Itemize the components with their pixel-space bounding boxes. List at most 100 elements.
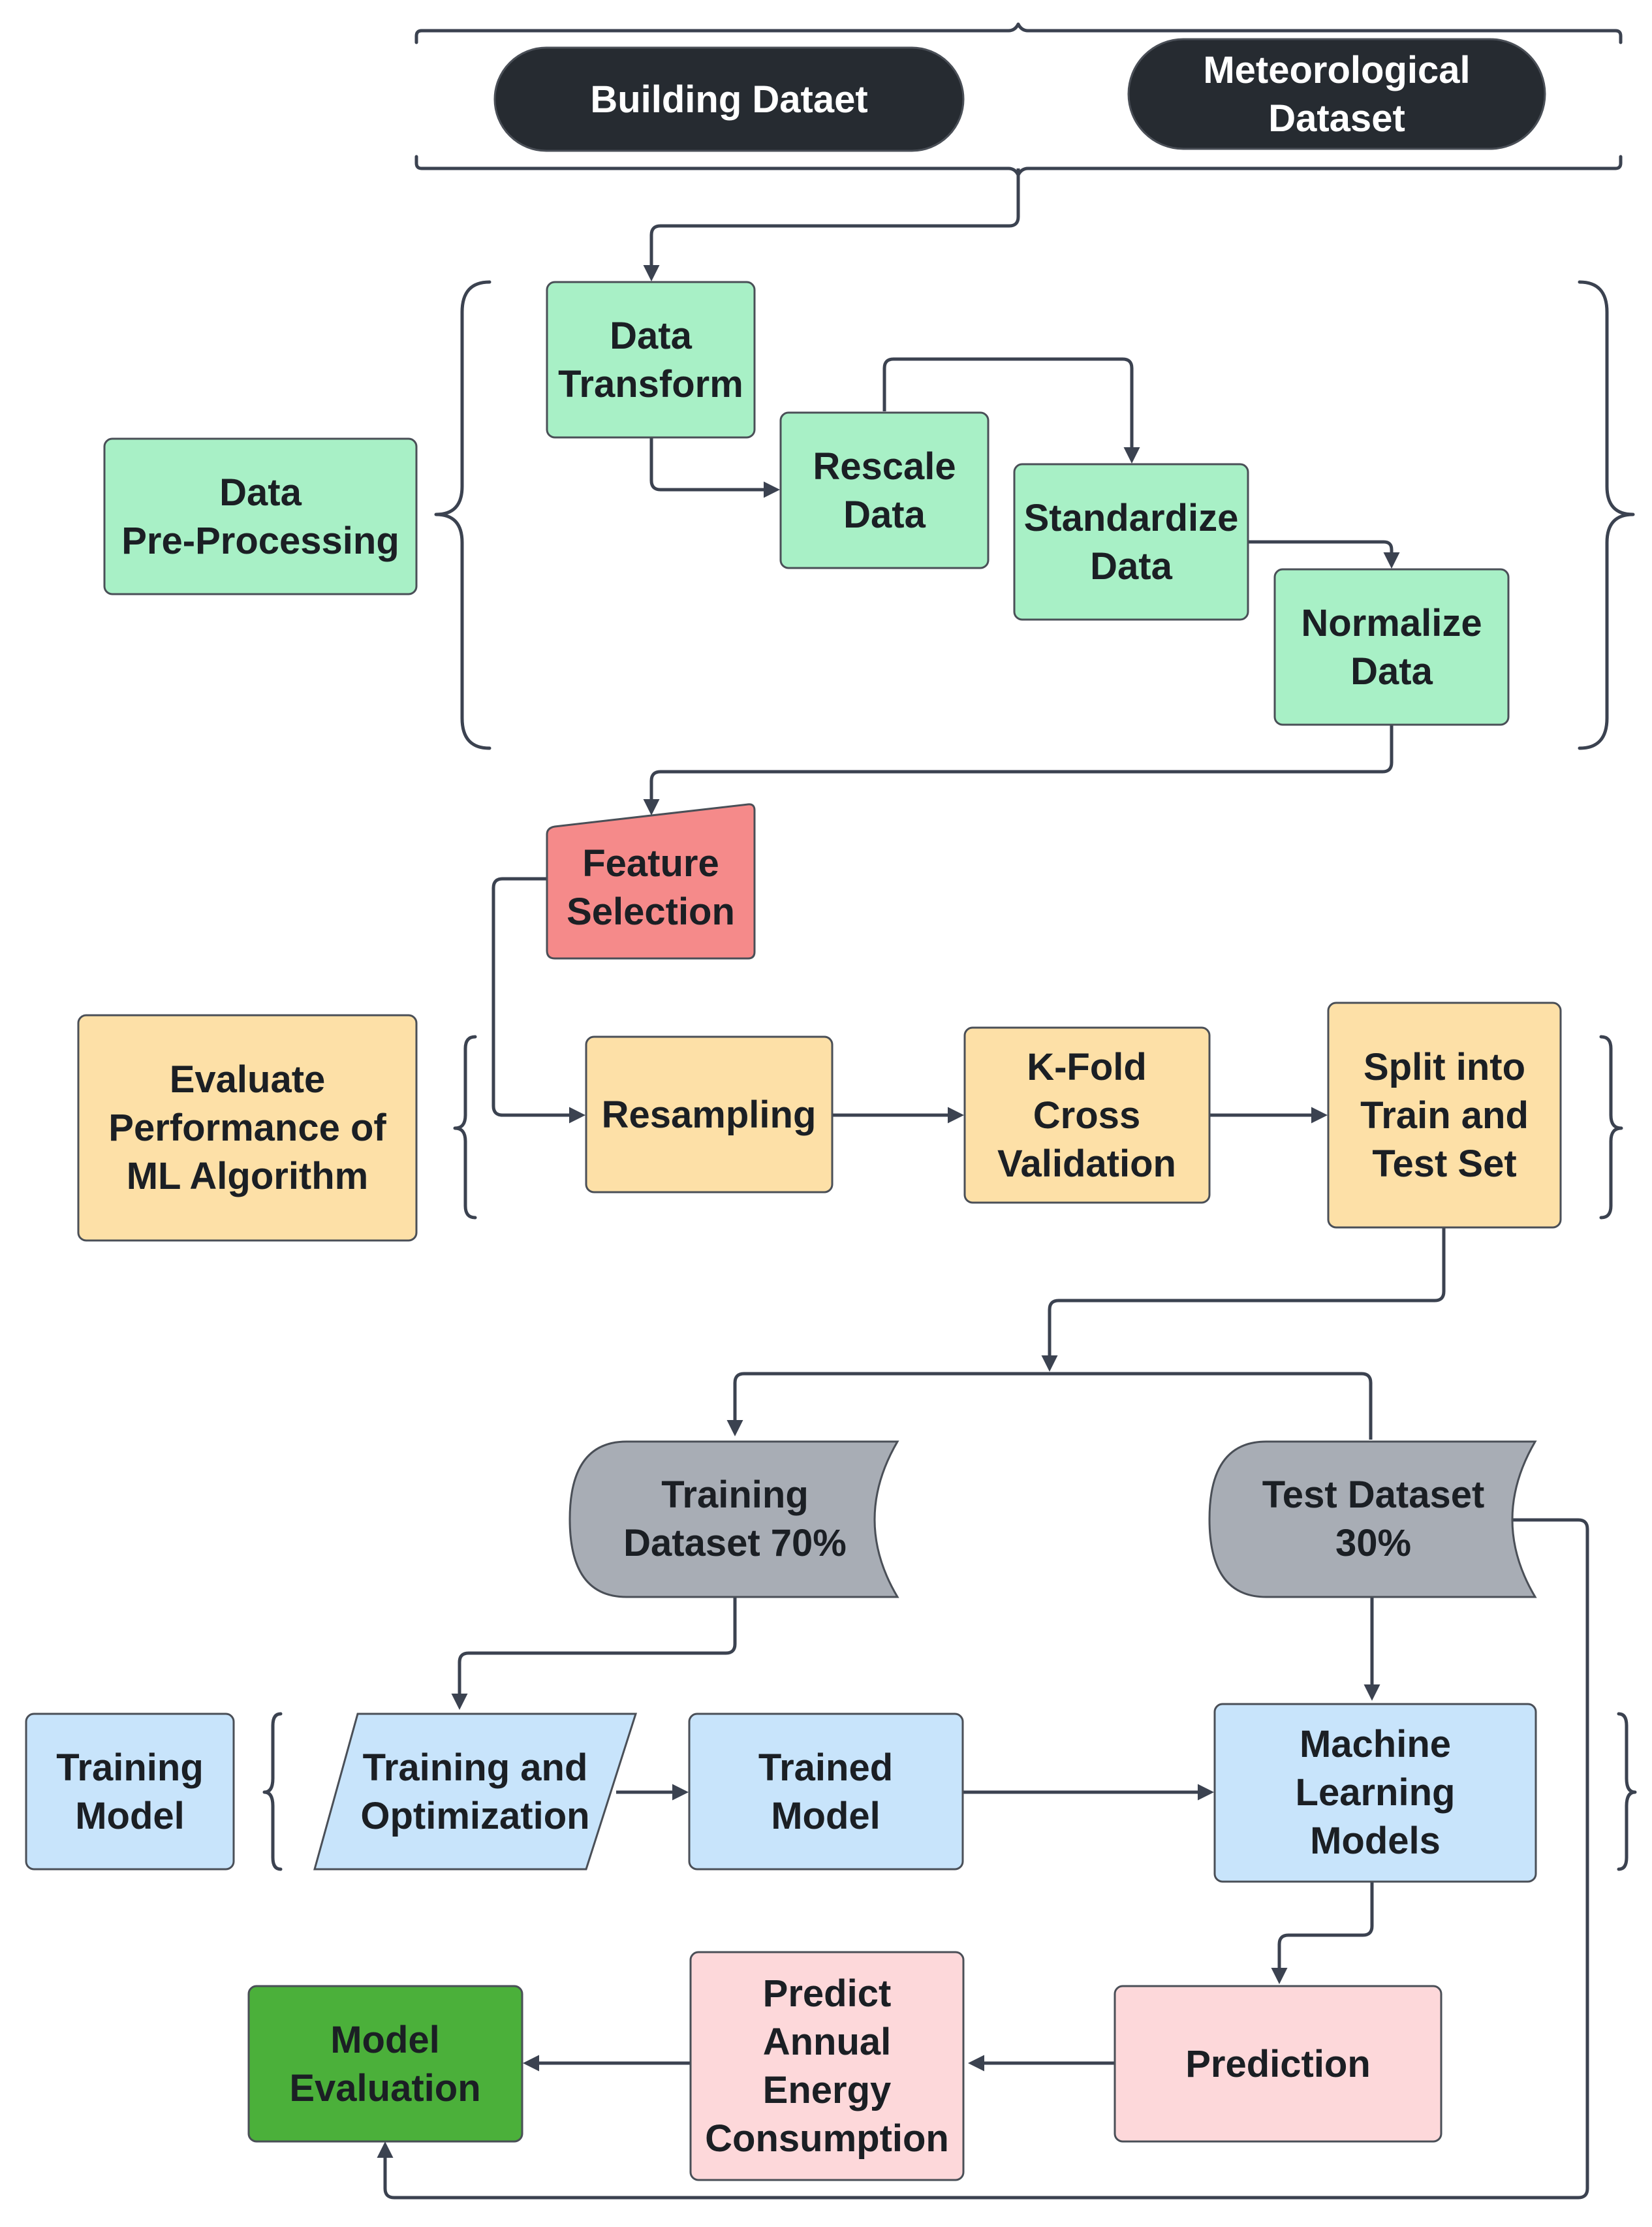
data-split-training-line-1: Training: [661, 1474, 809, 1516]
edge-branch-to-training-dataset: [726, 1372, 1373, 1440]
datasets-building-label: Building Dataet: [590, 78, 867, 121]
evaluation-stage-label-line-2: Performance of: [108, 1107, 386, 1149]
datasets-meteorological-line-1: Meteorological: [1203, 49, 1470, 91]
preprocessing-normalize-line-1: Normalize: [1301, 602, 1482, 644]
data-split-test-line-2: 30%: [1335, 1522, 1411, 1564]
data-split-test-label: Test Dataset 30%: [1262, 1474, 1485, 1564]
data-split-training-line-2: Dataset 70%: [623, 1522, 847, 1564]
edge-normalize-to-feature-selection: [643, 725, 1394, 815]
data-split-test-line-1: Test Dataset: [1262, 1474, 1485, 1516]
preprocessing-label-line-2: Pre-Processing: [121, 520, 399, 562]
building-dataset-node: Building Dataet: [493, 46, 965, 152]
evaluation-stage-kfold-line-3: Validation: [997, 1143, 1176, 1185]
training-stage-ml-models-line-3: Models: [1310, 1820, 1441, 1862]
preprocessing-standardize-line-1: Standardize: [1024, 497, 1239, 539]
feature-selection-line-1: Feature: [582, 842, 719, 885]
output-predict-energy-line-3: Energy: [763, 2069, 892, 2111]
output-model-evaluation-line-2: Evaluation: [289, 2067, 480, 2109]
evaluation-right-brace: [1599, 1035, 1623, 1220]
preprocessing-left-brace: [434, 280, 491, 750]
edge-datasets-to-transform: [643, 168, 1020, 281]
output-prediction-label: Prediction: [1185, 2043, 1371, 2085]
datasets-building-line-1: Building Dataet: [590, 78, 867, 121]
preprocessing-normalize-line-2: Data: [1350, 650, 1433, 693]
edge-standardize-to-normalize: [1247, 540, 1400, 569]
training-right-brace: [1617, 1712, 1637, 1871]
edge-test-dataset-to-model-evaluation: [377, 1518, 1589, 2200]
training-stage-ml-models-line-2: Learning: [1296, 1771, 1456, 1814]
edge-ml-models-to-prediction: [1271, 1882, 1374, 1984]
feature-selection-line-2: Selection: [567, 891, 735, 933]
braces: [262, 22, 1637, 1871]
output-prediction-line-1: Prediction: [1185, 2043, 1371, 2085]
preprocessing-right-brace: [1578, 280, 1635, 750]
training-stage-optimization-line-1: Training and: [363, 1746, 588, 1789]
evaluation-stage-resampling-label: Resampling: [602, 1094, 817, 1136]
evaluation-stage-label-line-1: Evaluate: [170, 1058, 326, 1101]
evaluation-stage-label-line-3: ML Algorithm: [127, 1155, 369, 1197]
training-stage-ml-models-line-1: Machine: [1300, 1723, 1451, 1765]
preprocessing-rescale-line-1: Rescale: [813, 445, 956, 488]
preprocessing-standardize-line-2: Data: [1090, 545, 1172, 588]
training-stage-label-line-1: Training: [56, 1746, 204, 1789]
evaluation-stage-resampling-line-1: Resampling: [602, 1094, 817, 1136]
datasets-meteorological-line-2: Dataset: [1268, 97, 1405, 140]
preprocessing-label-line-1: Data: [219, 471, 302, 514]
evaluation-stage-split-line-3: Test Set: [1372, 1143, 1516, 1185]
edge-feature-selection-to-resampling: [491, 877, 585, 1124]
evaluation-stage-kfold-line-2: Cross: [1033, 1094, 1140, 1137]
training-stage-trained-line-1: Trained: [758, 1746, 893, 1789]
preprocessing-transform-line-1: Data: [610, 315, 692, 357]
training-left-brace: [262, 1712, 283, 1871]
output-predict-energy-line-4: Consumption: [705, 2117, 949, 2160]
evaluation-stage-split-line-1: Split into: [1364, 1046, 1525, 1088]
preprocessing-transform-line-2: Transform: [558, 363, 743, 405]
edge-transform-to-rescale: [649, 437, 780, 498]
dataset-top-brace: [414, 22, 1623, 44]
resampling-node: Resampling: [585, 1035, 834, 1193]
output-predict-energy-line-1: Predict: [763, 1972, 892, 2015]
edge-split-to-branch: [1041, 1227, 1446, 1372]
training-stage-optimization-line-2: Optimization: [360, 1795, 589, 1837]
edge-rescale-to-standardize: [882, 357, 1140, 464]
training-stage-trained-line-2: Model: [771, 1795, 881, 1837]
test-dataset-node: Test Dataset 30%: [1208, 1440, 1537, 1598]
training-stage-label-line-2: Model: [75, 1795, 185, 1837]
output-model-evaluation-line-1: Model: [330, 2019, 440, 2061]
preprocessing-rescale-line-2: Data: [843, 494, 926, 536]
prediction-node: Prediction: [1114, 1985, 1442, 2143]
evaluation-stage-kfold-line-1: K-Fold: [1027, 1046, 1147, 1088]
